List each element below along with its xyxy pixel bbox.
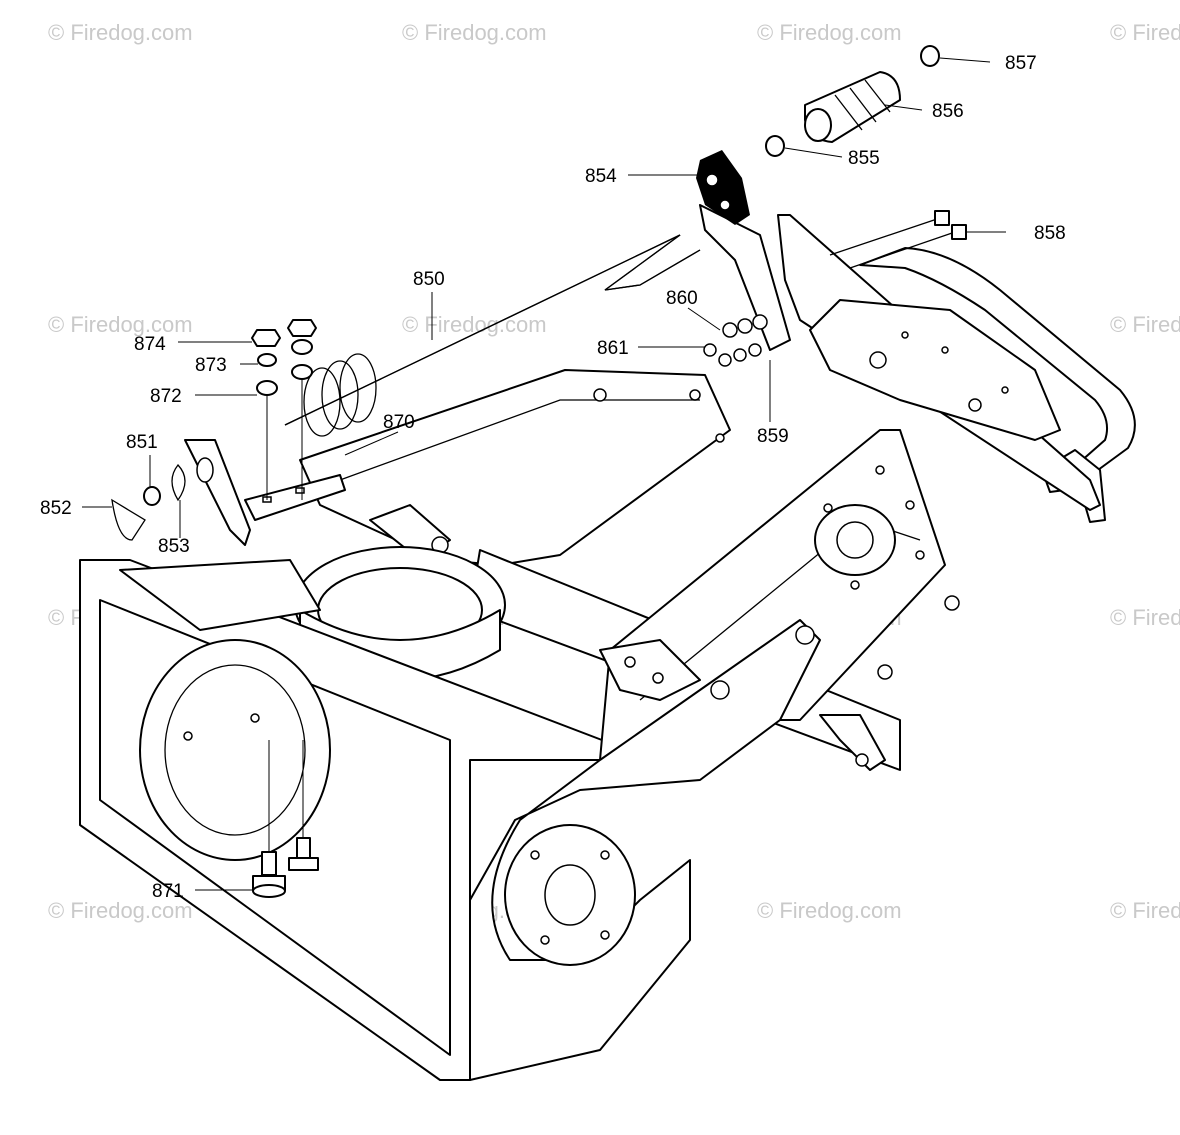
callout-851: 851 [126,432,158,453]
watermark: © Firedog.com [48,898,193,923]
auger-housing [79,559,616,1081]
shift-rod [284,234,701,426]
spring [303,353,377,437]
callout-854: 854 [585,166,617,187]
callout-856: 856 [932,101,964,122]
callout-873: 873 [195,355,227,376]
rear-mounting-plate [777,214,1101,511]
housing-crossbar [299,369,731,566]
callout-872: 872 [150,386,182,407]
callout-labels: 857 856 855 854 858 850 860 861 859 874 … [40,53,1066,902]
callout-858: 858 [1034,223,1066,244]
watermark: © Firedog.com [1110,898,1180,923]
washer-855 [765,135,785,157]
watermark: © Firedog.com [402,20,547,45]
shift-bracket [184,439,346,546]
bolts-871 [252,740,319,898]
shift-lever-plate [696,150,791,351]
watermark: © Firedog.com [48,20,193,45]
watermark: © Firedog.com [757,898,902,923]
callout-861: 861 [597,338,629,359]
callout-860: 860 [666,288,698,309]
watermark: © Firedog.com [1110,312,1180,337]
pins [111,464,186,541]
drive-plate [469,619,821,1081]
watermark: © Firedog.com [48,312,193,337]
watermark: © Firedog.com [402,312,547,337]
chute-base-ring [294,546,506,681]
hardware-cluster [703,314,768,367]
watermark: © Firedog.com [1110,605,1180,630]
watermark: © Firedog.com [757,20,902,45]
callout-850: 850 [413,269,445,290]
callout-859: 859 [757,426,789,447]
nuts-washers [251,319,317,500]
callout-857: 857 [1005,53,1037,74]
callout-855: 855 [848,148,880,169]
callout-871: 871 [152,881,184,902]
watermark: © Firedog.com [1110,20,1180,45]
bolts-858 [829,210,967,269]
callout-874: 874 [134,334,166,355]
side-frame-arm [599,429,960,781]
washer-857 [920,45,940,67]
callout-853: 853 [158,536,190,557]
callout-870: 870 [383,412,415,433]
callout-852: 852 [40,498,72,519]
handle-grip [804,71,901,143]
leader-lines [82,57,1006,891]
